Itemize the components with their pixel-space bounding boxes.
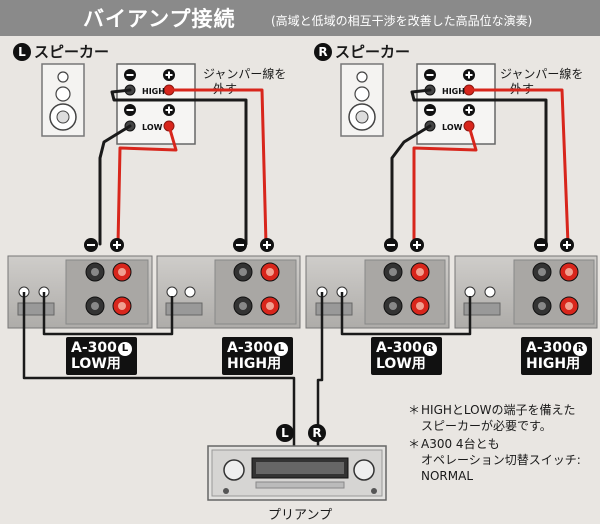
right-badge-icon: R bbox=[314, 42, 332, 61]
amp-panels bbox=[7, 255, 598, 329]
left-speaker-label: L スピーカー bbox=[13, 41, 109, 62]
amp-1-panel bbox=[7, 255, 153, 329]
preamp-knob-right-icon bbox=[353, 459, 375, 481]
preamp-knob-left-icon bbox=[223, 459, 245, 481]
left-low-terminal-label: LOW bbox=[142, 123, 163, 132]
amp-4-channel-icon: R bbox=[572, 342, 587, 356]
right-speaker-label: R スピーカー bbox=[314, 41, 410, 62]
right-high-terminal-label: HIGH bbox=[442, 87, 465, 96]
preamp-unit bbox=[207, 445, 387, 501]
right-terminal-box: HIGH LOW bbox=[416, 63, 496, 145]
right-speaker-icon bbox=[340, 63, 384, 137]
amp-1-channel-icon: L bbox=[117, 342, 132, 356]
left-speaker-icon bbox=[41, 63, 85, 137]
left-high-terminal-label: HIGH bbox=[142, 87, 165, 96]
left-badge-icon: L bbox=[13, 42, 31, 61]
right-speaker-wires bbox=[390, 88, 570, 246]
input-cables bbox=[22, 292, 472, 446]
amp-polarity-markers bbox=[84, 238, 574, 252]
preamp-left-channel-icon: L bbox=[276, 424, 294, 442]
amp-2-panel bbox=[156, 255, 301, 329]
note-speaker-requirement: ＊HIGHとLOWの端子を備えた スピーカーが必要です。 bbox=[408, 403, 576, 433]
right-low-terminal-label: LOW bbox=[442, 123, 463, 132]
page-subtitle: (高域と低域の相互干渉を改善した高品位な演奏) bbox=[271, 14, 533, 28]
amp-3-channel-icon: R bbox=[422, 342, 437, 356]
note-operation-switch: ＊A300 4台とも オペレーション切替スイッチ: NORMAL bbox=[408, 437, 581, 483]
left-speaker-wires bbox=[98, 88, 268, 246]
amp-2-channel-icon: L bbox=[273, 342, 288, 356]
amp-3-panel bbox=[305, 255, 450, 329]
preamp-right-channel-icon: R bbox=[308, 424, 326, 442]
amp-4-panel bbox=[454, 255, 598, 329]
preamp-label: プリアンプ bbox=[268, 508, 333, 523]
left-terminal-box: HIGH LOW bbox=[116, 63, 196, 145]
page-title: バイアンプ接続 bbox=[83, 7, 236, 31]
title-bar: バイアンプ接続 (高域と低域の相互干渉を改善した高品位な演奏) bbox=[0, 0, 600, 36]
